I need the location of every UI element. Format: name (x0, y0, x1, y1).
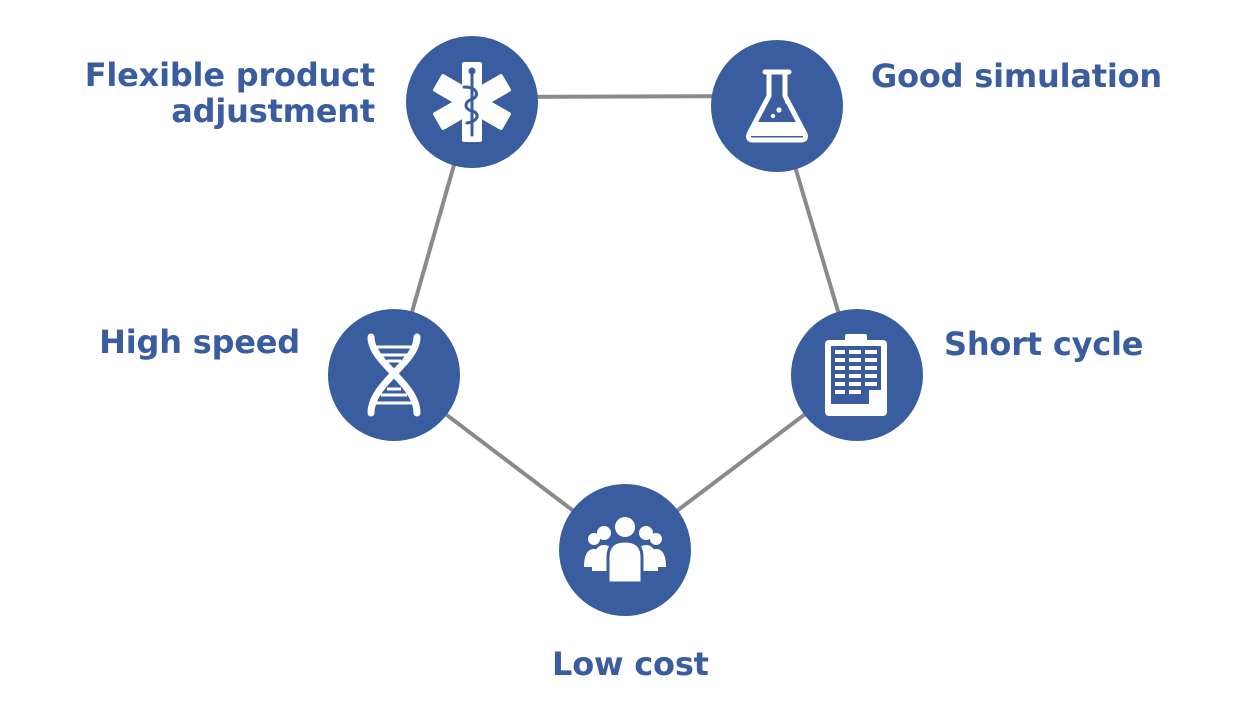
label-simulation: Good simulation (871, 58, 1162, 94)
clipboard-checklist-icon (825, 334, 887, 416)
label-line: High speed (99, 323, 300, 361)
label-line: Flexible product (84, 56, 375, 94)
node-simulation (711, 40, 843, 172)
node-flexible (406, 36, 538, 168)
label-cycle: Short cycle (944, 325, 1144, 363)
node-speed (328, 309, 460, 441)
dna-helix-icon (367, 333, 421, 417)
label-flexible: Flexible product adjustment (60, 57, 375, 129)
label-line: Low cost (552, 645, 709, 683)
label-cost: Low cost (552, 646, 709, 682)
node-cycle (791, 309, 923, 441)
label-speed: High speed (80, 324, 300, 360)
lab-flask-icon (746, 69, 808, 143)
people-group-icon (584, 517, 666, 585)
label-line: Short cycle (944, 325, 1144, 363)
medical-star-of-life-icon (433, 62, 511, 142)
label-line: adjustment (171, 92, 375, 130)
label-line: Good simulation (871, 57, 1163, 95)
node-cost (559, 484, 691, 616)
